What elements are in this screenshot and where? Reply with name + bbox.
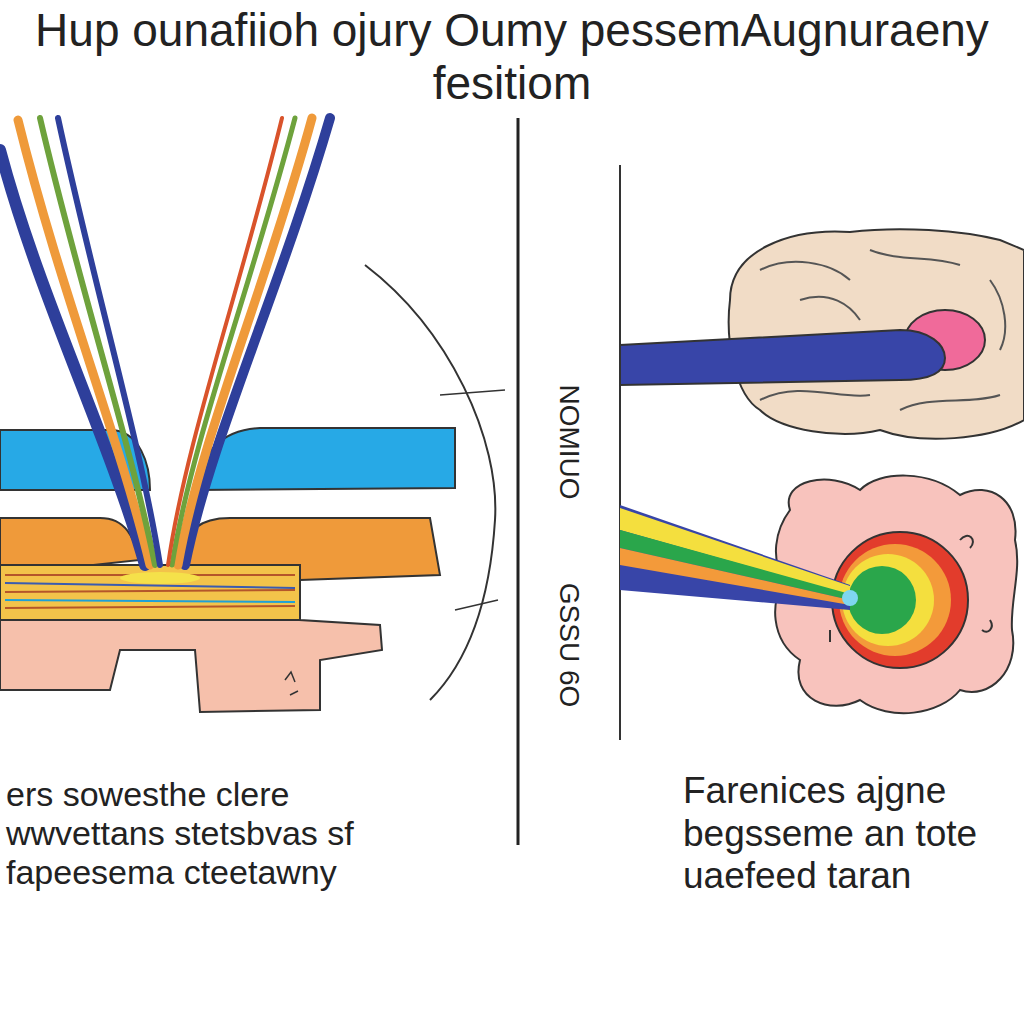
nerve-tract bbox=[620, 330, 945, 385]
divider-line bbox=[517, 118, 520, 845]
junction-glow bbox=[120, 572, 200, 584]
nerve-strand bbox=[168, 118, 282, 565]
nerve-strand bbox=[0, 150, 145, 565]
rainbow-tract bbox=[620, 548, 850, 605]
nerve-arm bbox=[0, 118, 160, 565]
fiber bbox=[5, 606, 295, 608]
nerve-strand bbox=[18, 120, 150, 565]
divider-line bbox=[619, 165, 621, 740]
vertical-label: GSSU 6O bbox=[553, 583, 585, 707]
nerve-strand bbox=[40, 118, 155, 565]
tissue-mark bbox=[285, 672, 298, 695]
nerve-arm bbox=[168, 118, 330, 565]
target-ring bbox=[839, 544, 951, 656]
blue-band bbox=[195, 428, 455, 490]
nerve-strand bbox=[185, 118, 330, 565]
vertical-label: NOMIUO bbox=[553, 384, 585, 499]
target-ring bbox=[848, 566, 916, 634]
fiber bbox=[5, 590, 295, 592]
caption-text: ers sowesthe clere wwvettans stetsbvas s… bbox=[6, 775, 406, 892]
rainbow-tract bbox=[620, 505, 850, 610]
fiber-block bbox=[0, 565, 300, 620]
fiber bbox=[5, 600, 295, 602]
leader-line bbox=[440, 390, 505, 610]
junction-glow bbox=[842, 590, 858, 606]
nerve-strand bbox=[172, 118, 295, 565]
caption-text: Farenices ajgne begsseme an tote uaefeed… bbox=[683, 770, 1018, 898]
target-ring bbox=[842, 554, 934, 646]
nerve-strand bbox=[58, 118, 160, 565]
title: Hup ounafiioh ojury Oumy pessemAugnuraen… bbox=[12, 4, 1012, 110]
target-ring bbox=[832, 532, 968, 668]
nerve-strand bbox=[178, 118, 312, 565]
